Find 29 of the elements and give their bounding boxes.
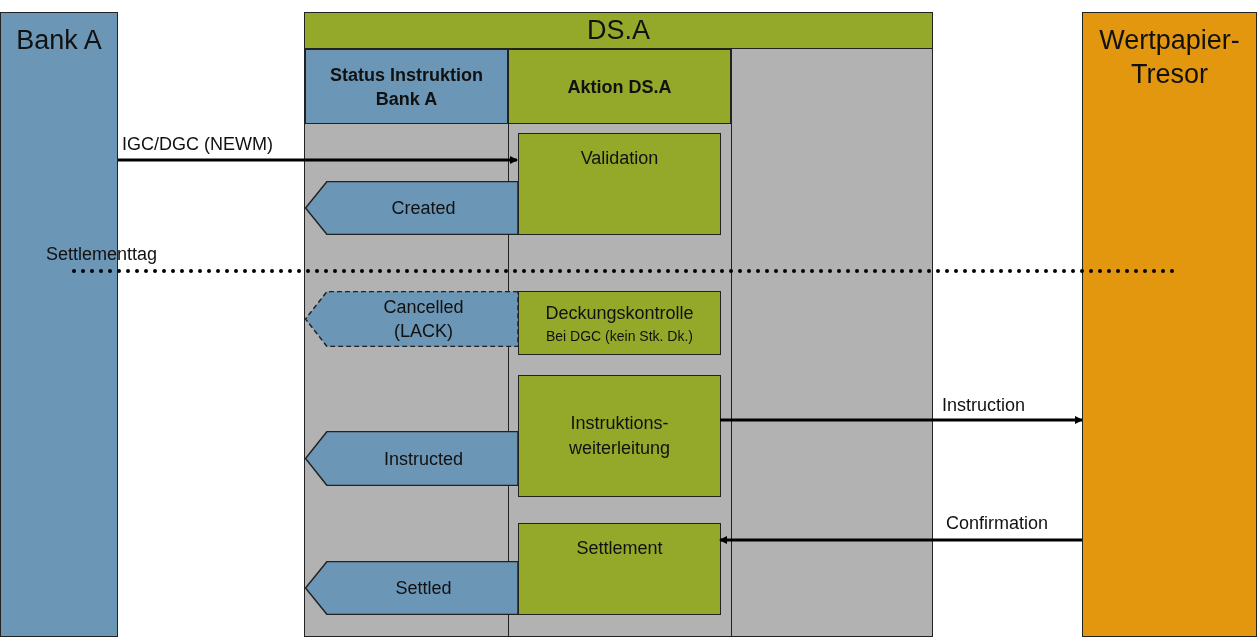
arrow [720,416,1083,424]
status-arrow-shape [305,561,518,615]
node-label: Instruktions- weiterleitung [567,412,672,460]
arrow [118,156,518,164]
node-label: Cancelled (LACK) [382,296,465,343]
column-header [508,49,731,124]
process-box [518,291,721,355]
node-label: Wertpapier-Tresor [1098,24,1241,91]
node-label: Validation [579,147,660,170]
process-box [518,523,721,615]
process-box [518,375,721,497]
node-sublabel: Bei DGC (kein Stk. Dk.) [546,326,693,346]
process-box [518,133,721,235]
node-label: Settled [394,577,453,600]
arrow [719,536,1082,544]
node-label: Aktion DS.A [566,75,673,99]
swimlane [1082,12,1257,637]
swimlane-container [304,12,933,637]
node-label: Instructed [382,447,464,471]
status-arrow-shape [305,291,518,347]
node-label: Settlement [575,537,664,560]
column-header [305,49,508,124]
node-label: Bank A [15,24,103,57]
status-arrow-shape [305,181,518,235]
status-arrow-shape [305,431,518,486]
node-label: Deckungskontrolle [544,301,695,325]
container-title: DS.A [305,13,932,49]
node-label: Created [390,197,457,220]
node-label: Status Instruktion Bank A [329,63,484,111]
